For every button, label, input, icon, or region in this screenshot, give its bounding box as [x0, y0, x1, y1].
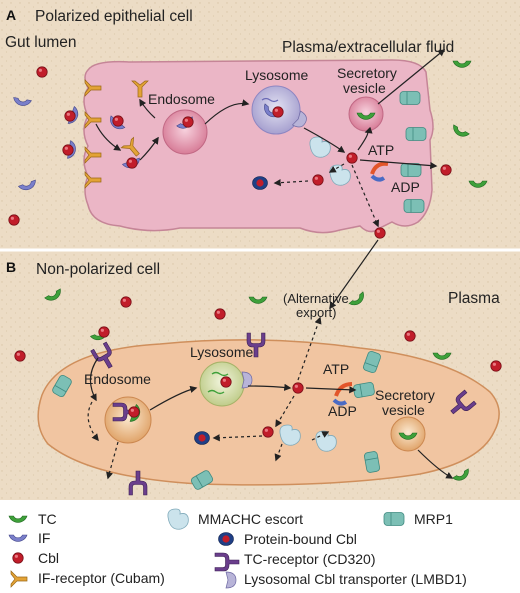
secretory-label-b-2: vesicle	[382, 402, 425, 418]
adp-label-a: ADP	[391, 179, 420, 195]
cbl-icon	[404, 330, 416, 342]
protein-bound-cbl-icon	[252, 176, 268, 190]
alt-export-label-1: (Alternative	[283, 291, 349, 306]
secretory-vesicle-b	[390, 416, 426, 452]
cbl-icon	[98, 326, 110, 338]
atp-arrow-a	[370, 161, 389, 175]
non-polarized-cell	[37, 339, 500, 486]
cbl-icon	[292, 382, 304, 394]
cbl-icon	[36, 66, 48, 78]
cbl-icon	[120, 296, 132, 308]
cbl-icon	[262, 426, 274, 438]
panel-a-title: Polarized epithelial cell	[35, 8, 193, 25]
cbl-icon	[312, 174, 324, 186]
legend-cd320-label: TC-receptor (CD320)	[244, 551, 375, 567]
cbl-icon	[14, 350, 26, 362]
mrp1-icon	[399, 91, 421, 105]
panel-b-letter: B	[6, 259, 16, 275]
cbl-icon	[374, 227, 386, 239]
cbl-icon	[8, 214, 20, 226]
secretory-vesicle-a	[348, 96, 384, 132]
protein-bound-cbl-icon	[194, 431, 210, 445]
legend-mmachc-label: MMACHC escort	[198, 511, 303, 527]
mrp1-icon	[400, 163, 422, 177]
cbl-icon	[272, 106, 284, 118]
secretory-label-b-1: Secretory	[375, 387, 435, 403]
mrp1-icon	[403, 199, 425, 213]
secretory-label-a-2: vesicle	[343, 80, 386, 96]
arrows-b	[87, 316, 454, 480]
legend-cbl-icon	[12, 552, 24, 564]
lysosome-label-b: Lysosome	[190, 344, 254, 360]
lysosome-label-a: Lysosome	[245, 67, 309, 83]
legend-mrp1-label: MRP1	[414, 511, 453, 527]
adp-label-b: ADP	[328, 403, 357, 419]
adp-arrow-a	[370, 174, 386, 182]
cbl-icon	[112, 115, 124, 127]
endosome-label-a: Endosome	[148, 91, 215, 107]
cbl-icon	[62, 144, 74, 156]
endosome-a	[162, 109, 208, 155]
panel-a: A Polarized epithelial cell Gut lumen Pl…	[5, 7, 488, 310]
cbl-icon	[128, 406, 140, 418]
secretory-label-a-1: Secretory	[337, 65, 397, 81]
legend-area	[0, 500, 520, 593]
legend-mrp1-icon	[383, 512, 405, 526]
legend: TC IF Cbl IF-receptor (Cubam) MMACHC esc…	[8, 508, 467, 589]
polarized-cell	[83, 59, 434, 234]
gut-lumen-label: Gut lumen	[5, 34, 77, 51]
atp-arrow-b	[334, 382, 353, 397]
cbl-icon	[346, 152, 358, 164]
cbl-icon	[214, 308, 226, 320]
mrp1-icon	[405, 127, 427, 141]
legend-cubam-label: IF-receptor (Cubam)	[38, 570, 165, 586]
cbl-icon	[440, 164, 452, 176]
panel-b-title: Non-polarized cell	[36, 261, 160, 278]
cbl-icon	[220, 376, 232, 388]
legend-if-label: IF	[38, 530, 50, 546]
legend-protbound-icon	[218, 532, 234, 546]
legend-protbound-label: Protein-bound Cbl	[244, 531, 357, 547]
panel-b: B Non-polarized cell Plasma (Alternative…	[6, 259, 502, 496]
alt-export-label-2: export)	[296, 305, 336, 320]
legend-tc-label: TC	[38, 511, 57, 527]
cbl-icon	[64, 110, 76, 122]
cbl-icon	[182, 116, 194, 128]
endosome-label-b: Endosome	[84, 371, 151, 387]
atp-label-b: ATP	[323, 361, 349, 377]
endosome-b	[104, 396, 152, 444]
plasma-extracellular-label: Plasma/extracellular fluid	[282, 39, 454, 56]
atp-label-a: ATP	[368, 142, 394, 158]
arrows-a	[95, 49, 446, 310]
cbl-icon	[126, 157, 138, 169]
plasma-label: Plasma	[448, 290, 500, 307]
degraded-if	[261, 97, 279, 103]
panel-a-letter: A	[6, 7, 16, 23]
degraded-tc	[207, 371, 229, 395]
legend-cbl-label: Cbl	[38, 550, 59, 566]
legend-lmbd1-label: Lysosomal Cbl transporter (LMBD1)	[244, 571, 467, 587]
adp-arrow-b	[332, 398, 348, 406]
cbl-icon	[490, 360, 502, 372]
